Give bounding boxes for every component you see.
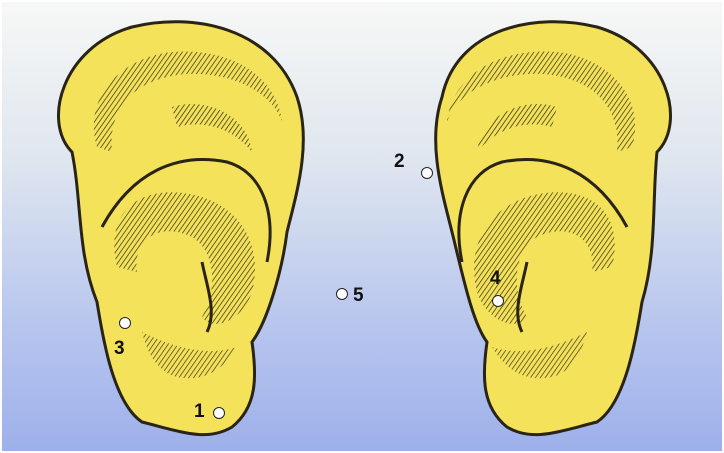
marker-5-dot xyxy=(336,288,348,300)
marker-3-dot xyxy=(119,317,131,329)
marker-5-label: 5 xyxy=(353,286,364,305)
marker-3-label: 3 xyxy=(114,339,125,358)
marker-4-dot xyxy=(492,295,504,307)
left-ear xyxy=(59,22,304,435)
marker-4-label: 4 xyxy=(490,269,501,288)
marker-1-label: 1 xyxy=(194,402,205,421)
marker-1-dot xyxy=(213,407,225,419)
marker-2-dot xyxy=(421,167,433,179)
right-ear xyxy=(436,22,671,435)
marker-2-label: 2 xyxy=(394,152,405,171)
